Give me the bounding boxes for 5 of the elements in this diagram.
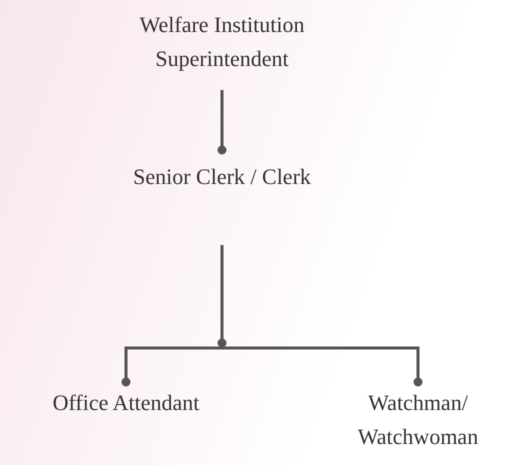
role-title: Welfare Institution Superintendent xyxy=(138,11,306,73)
role-title: Office Attendant xyxy=(52,389,200,417)
role-title: Senior Clerk / Clerk xyxy=(133,163,311,191)
role-title: Watchman/ Watchwoman xyxy=(356,389,480,451)
connector-line xyxy=(218,90,226,154)
